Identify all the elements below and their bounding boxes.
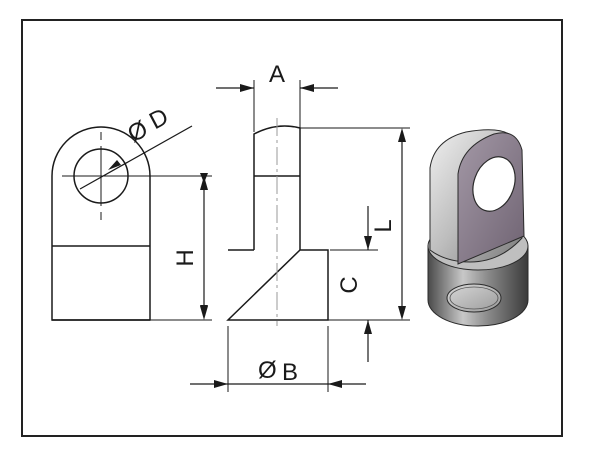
dim-H-arrow-top (200, 176, 208, 190)
dim-H-label: H (172, 249, 199, 266)
dim-C-label: C (336, 276, 363, 293)
part-eye-hole (472, 156, 516, 212)
eye-centerlines (62, 132, 140, 220)
dim-H-arrow-bottom (200, 306, 208, 320)
dim-D-arrow (108, 160, 121, 170)
isometric-part (427, 129, 529, 327)
dim-B-arrow-left (214, 380, 228, 388)
dim-B-symbol: Ø (258, 357, 277, 384)
dim-C-arrow-bottom (364, 320, 372, 334)
dim-L-arrow-bottom (398, 306, 406, 320)
dim-A-arrow-left (240, 84, 254, 92)
dim-B-label: B (282, 359, 298, 386)
dim-A-label: A (269, 61, 285, 88)
dim-L-arrow-top (398, 128, 406, 142)
dim-D-leader (79, 125, 193, 190)
dim-C-arrow-top (364, 236, 372, 250)
front-view: A Ø B L C (190, 61, 410, 392)
part-bottom-hole-inner (449, 286, 499, 310)
part-bottom-hole (446, 283, 502, 313)
dim-L-label: L (370, 219, 397, 232)
dim-A-arrow-right (300, 84, 314, 92)
dim-B-arrow-right (328, 380, 342, 388)
left-view-outline (51, 126, 151, 321)
